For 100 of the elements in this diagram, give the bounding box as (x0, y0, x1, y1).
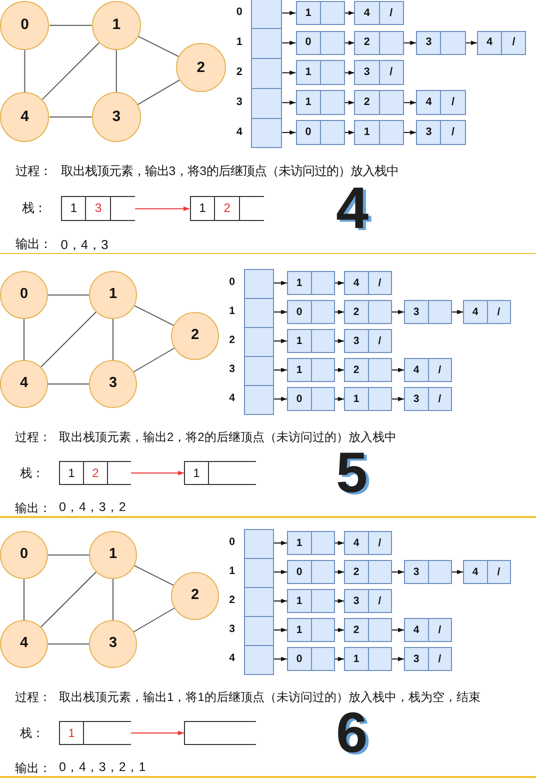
pointer-arrow (274, 570, 288, 574)
node-value: 3 (426, 36, 432, 50)
node-value: 2 (353, 306, 360, 318)
graph-edge (137, 80, 180, 106)
vertex-circle (0, 360, 48, 408)
array-slot (244, 298, 274, 328)
null-mark: / (438, 392, 442, 406)
node-value: 1 (305, 6, 312, 20)
pointer-arrow (274, 540, 288, 546)
list-node (287, 531, 335, 555)
list-node (404, 300, 452, 324)
null-mark: / (378, 276, 382, 290)
list-node (404, 358, 452, 382)
graph-edge (138, 36, 180, 58)
graph-edge (42, 42, 100, 100)
list-node (296, 30, 346, 56)
list-node (354, 120, 404, 145)
vertex-circle (0, 531, 48, 579)
pointer-arrow (334, 310, 344, 314)
node-value: 0 (305, 36, 312, 50)
array-slot (251, 28, 282, 59)
step-number: 6 (336, 705, 368, 762)
pointer-arrow (282, 40, 296, 46)
vertex-label: 2 (190, 327, 200, 345)
pointer-arrow (274, 338, 288, 344)
vertex-circle (92, 92, 142, 142)
row-index: 1 (229, 565, 235, 579)
vertex-label: 2 (196, 58, 205, 77)
step-number: 4 (336, 180, 369, 239)
row-index: 2 (229, 594, 235, 608)
pointer-arrow (392, 368, 404, 372)
vertex-label: 4 (20, 108, 29, 126)
pointer-arrow (334, 396, 344, 402)
array-slot (244, 384, 274, 414)
list-node (287, 560, 335, 584)
list-node (344, 271, 392, 295)
row-index: 3 (229, 623, 235, 637)
stack-value: 2 (92, 466, 99, 480)
node-value: 2 (353, 566, 360, 578)
node-value: 2 (364, 96, 370, 110)
list-node (404, 618, 452, 642)
output-label: 输出： (15, 760, 51, 776)
step-label: 过程： (15, 690, 51, 704)
node-value: 4 (413, 364, 420, 376)
pointer-arrow (344, 70, 355, 75)
pointer-arrow (274, 280, 288, 286)
node-value: 0 (296, 392, 302, 406)
row-index: 0 (236, 6, 242, 20)
pointer-arrow (344, 10, 355, 16)
node-value: 1 (353, 392, 360, 406)
row-index: 2 (236, 66, 242, 80)
list-node (344, 618, 392, 642)
graph-edge (116, 50, 117, 93)
node-value: 1 (296, 364, 302, 376)
pointer-arrow (403, 130, 417, 135)
graph-edge (40, 311, 97, 368)
step-description: 取出栈顶元素，输出2，将2的后继顶点（未访问过的）放入栈中 (59, 430, 396, 444)
array-slot (251, 58, 282, 89)
step-number: 5 (336, 445, 368, 502)
list-node (344, 589, 392, 613)
node-value: 1 (305, 96, 312, 110)
list-node (287, 647, 335, 671)
stack-box (59, 461, 131, 485)
array-slot (244, 616, 274, 646)
list-node (404, 647, 452, 671)
list-node (344, 387, 392, 411)
node-value: 4 (364, 6, 370, 20)
row-index: 4 (229, 652, 235, 666)
pointer-arrow (334, 338, 344, 344)
pointer-arrow (334, 540, 344, 546)
stack-label: 栈： (22, 200, 46, 216)
pointer-arrow (392, 570, 404, 574)
stack-value: 1 (198, 201, 206, 216)
null-mark: / (497, 566, 500, 578)
vertex-label: 2 (190, 587, 200, 605)
node-value: 2 (353, 364, 360, 376)
list-node (416, 90, 466, 115)
list-node (354, 90, 404, 115)
stack-box (184, 721, 256, 745)
arrow (130, 730, 184, 736)
vertex-circle (171, 312, 219, 360)
stack-box (184, 461, 256, 485)
pointer-arrow (274, 628, 288, 632)
arrow (134, 206, 190, 211)
vertex-circle (89, 271, 137, 319)
vertex-circle (0, 271, 48, 319)
stack-box (190, 196, 264, 222)
list-node (404, 387, 452, 411)
vertex-label: 3 (108, 635, 118, 653)
pointer-arrow (392, 656, 404, 662)
node-value: 0 (296, 306, 302, 318)
node-value: 3 (353, 594, 360, 608)
pointer-arrow (452, 310, 464, 314)
node-value: 1 (296, 276, 302, 290)
pointer-arrow (392, 628, 404, 632)
graph-edge (134, 565, 174, 586)
pointer-arrow (282, 100, 296, 105)
pointer-arrow (274, 598, 288, 604)
vertex-label: 1 (108, 546, 118, 564)
graph-edge (24, 50, 26, 93)
